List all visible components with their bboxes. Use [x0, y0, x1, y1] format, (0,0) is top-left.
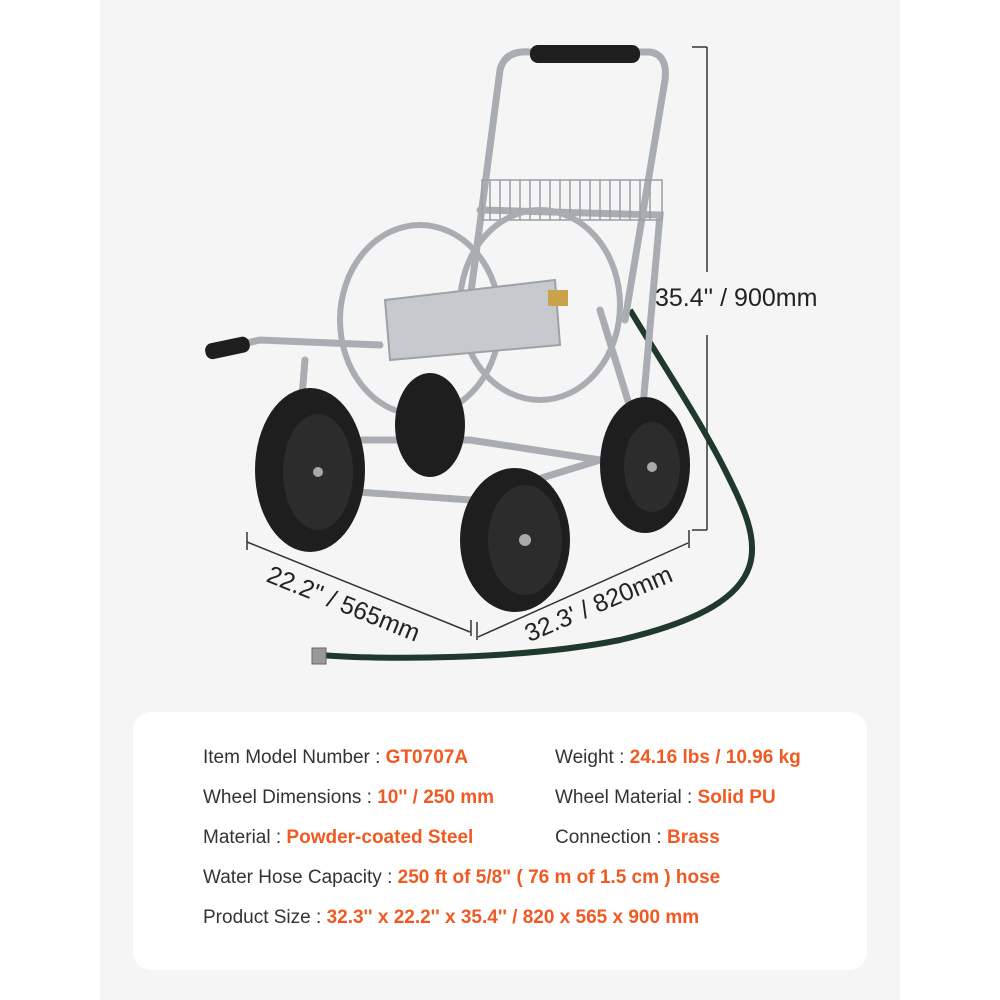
crank-grip: [205, 336, 250, 360]
spec-weight: Weight : 24.16 lbs / 10.96 kg: [555, 747, 801, 768]
hose: [311, 308, 756, 665]
handle-grip: [530, 45, 640, 63]
spec-wheel-material: Wheel Material : Solid PU: [555, 787, 776, 808]
spec-material: Material : Powder-coated Steel: [203, 827, 474, 848]
spec-connection: Connection : Brass: [555, 827, 720, 848]
spec-wheel-dimensions: Wheel Dimensions : 10'' / 250 mm: [203, 787, 495, 808]
spec-model-number: Item Model Number : GT0707A: [203, 747, 469, 768]
wheels: [255, 373, 690, 612]
reel: [337, 207, 623, 418]
height-dimension-label: 35.4'' / 900mm: [655, 284, 818, 312]
spec-card: [133, 712, 867, 970]
hose-reel-cart-image: [205, 45, 756, 665]
spec-hose-capacity: Water Hose Capacity : 250 ft of 5/8" ( 7…: [203, 867, 721, 888]
spec-product-size: Product Size : 32.3'' x 22.2'' x 35.4'' …: [203, 907, 700, 928]
